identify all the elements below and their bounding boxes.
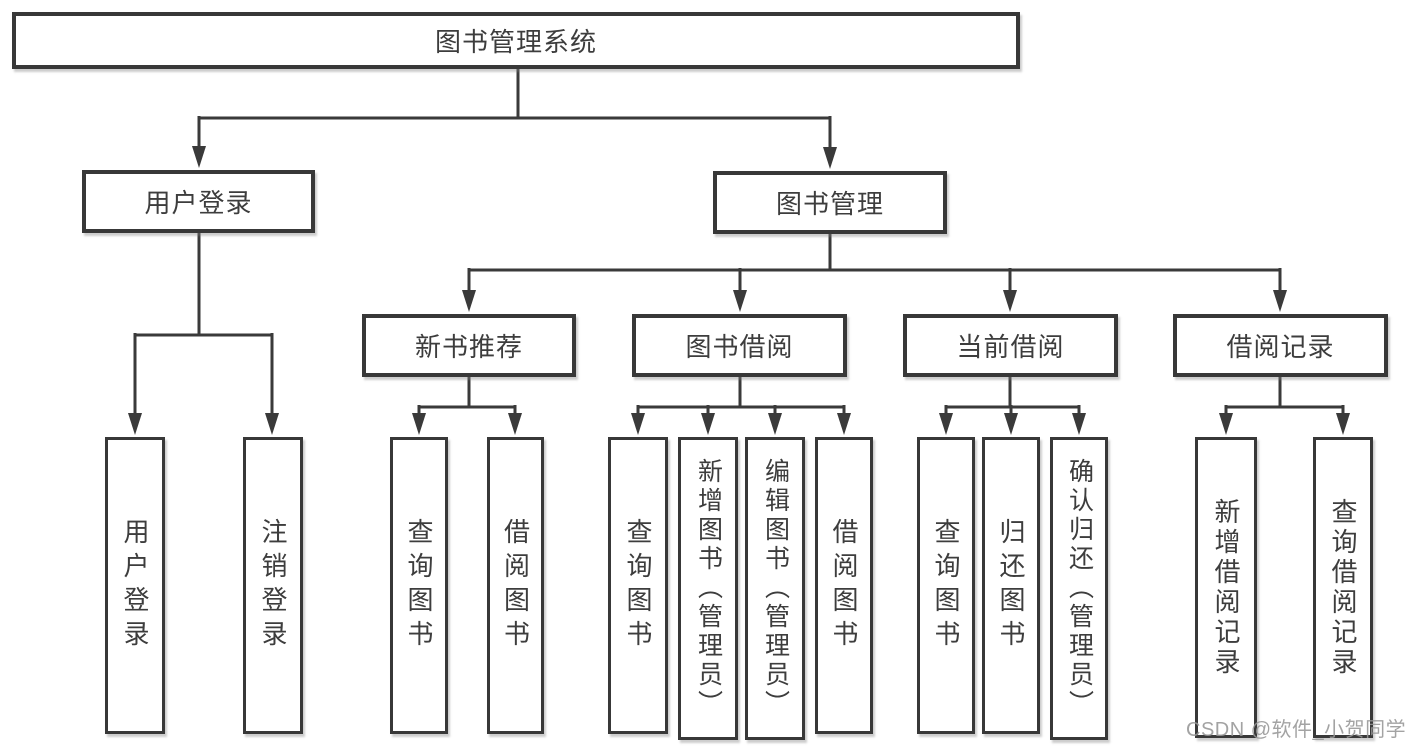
edge-book-borrowing-to-children (631, 375, 851, 435)
node-leaf-add-borrow-record: 新增借阅记录 (1195, 437, 1257, 738)
node-leaf-confirm-return-admin: 确认归还（管理员） (1050, 437, 1108, 740)
edge-new-book-recommend-to-children (412, 375, 522, 435)
node-leaf-borrow-books-borrowing: 借阅图书 (815, 437, 873, 734)
edge-root-to-level2 (192, 67, 837, 169)
node-leaf-logout: 注销登录 (243, 437, 303, 734)
node-borrowing-records: 借阅记录 (1173, 314, 1388, 377)
edge-user-login-to-children (128, 231, 279, 435)
node-leaf-query-borrow-record: 查询借阅记录 (1313, 437, 1373, 738)
edge-book-management-to-children (462, 232, 1287, 312)
node-leaf-query-books-borrowing: 查询图书 (608, 437, 668, 734)
node-current-borrowing: 当前借阅 (903, 314, 1118, 377)
node-leaf-borrow-books-recommend: 借阅图书 (487, 437, 544, 734)
node-leaf-query-books-recommend: 查询图书 (390, 437, 448, 734)
node-book-borrowing: 图书借阅 (632, 314, 847, 377)
csdn-watermark: CSDN @软件_小贺同学 (1186, 719, 1405, 741)
node-user-login: 用户登录 (82, 170, 315, 233)
node-leaf-query-books-current: 查询图书 (917, 437, 975, 734)
node-book-management: 图书管理 (713, 171, 947, 234)
node-new-book-recommend: 新书推荐 (362, 314, 576, 377)
node-library-system: 图书管理系统 (12, 12, 1020, 69)
edge-borrowing-records-to-children (1219, 375, 1350, 435)
edge-current-borrowing-to-children (939, 375, 1086, 435)
node-leaf-return-books: 归还图书 (982, 437, 1040, 734)
node-leaf-edit-book-admin: 编辑图书（管理员） (745, 437, 805, 740)
node-leaf-add-book-admin: 新增图书（管理员） (678, 437, 738, 740)
node-leaf-user-login: 用户登录 (105, 437, 165, 734)
